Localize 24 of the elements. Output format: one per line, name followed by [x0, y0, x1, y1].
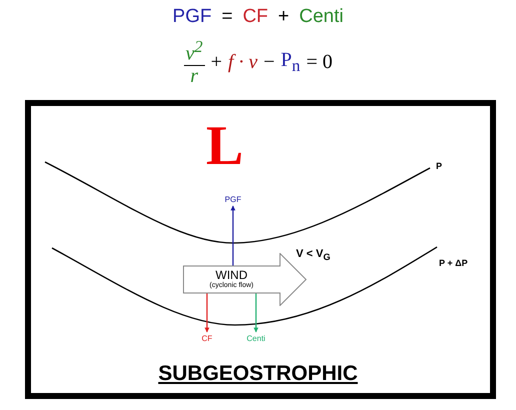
force-arrow	[230, 206, 236, 266]
equation-operator: −	[263, 50, 275, 74]
fraction-denominator: r	[189, 66, 200, 87]
force-label: Centi	[246, 334, 266, 343]
force-arrow	[204, 293, 210, 332]
force-label: CF	[202, 334, 212, 343]
equation-term: P$_{n}$	[280, 48, 300, 76]
equation-term: = 0	[306, 50, 332, 74]
isobar-label: P + ΔP	[439, 258, 468, 268]
speed-label: V < V$_{G}$	[296, 248, 330, 262]
isobar-label: P	[436, 161, 442, 171]
equation-term: Centi	[299, 6, 344, 28]
equation-operator: =	[222, 6, 233, 28]
force-label: PGF	[224, 195, 242, 204]
low-pressure-symbol: L	[206, 118, 244, 174]
equation-operator: +	[210, 50, 222, 74]
equation-term: CF	[242, 6, 268, 28]
equation-term: f · v	[228, 50, 258, 74]
force-arrow	[254, 293, 258, 332]
arrow-label: WIND	[216, 268, 248, 282]
equation-term: PGF	[172, 6, 212, 28]
diagram-title: SUBGEOSTROPHIC	[157, 362, 359, 386]
equation-operator: +	[278, 6, 290, 28]
fraction-numerator: v$^{2}$	[184, 38, 204, 65]
